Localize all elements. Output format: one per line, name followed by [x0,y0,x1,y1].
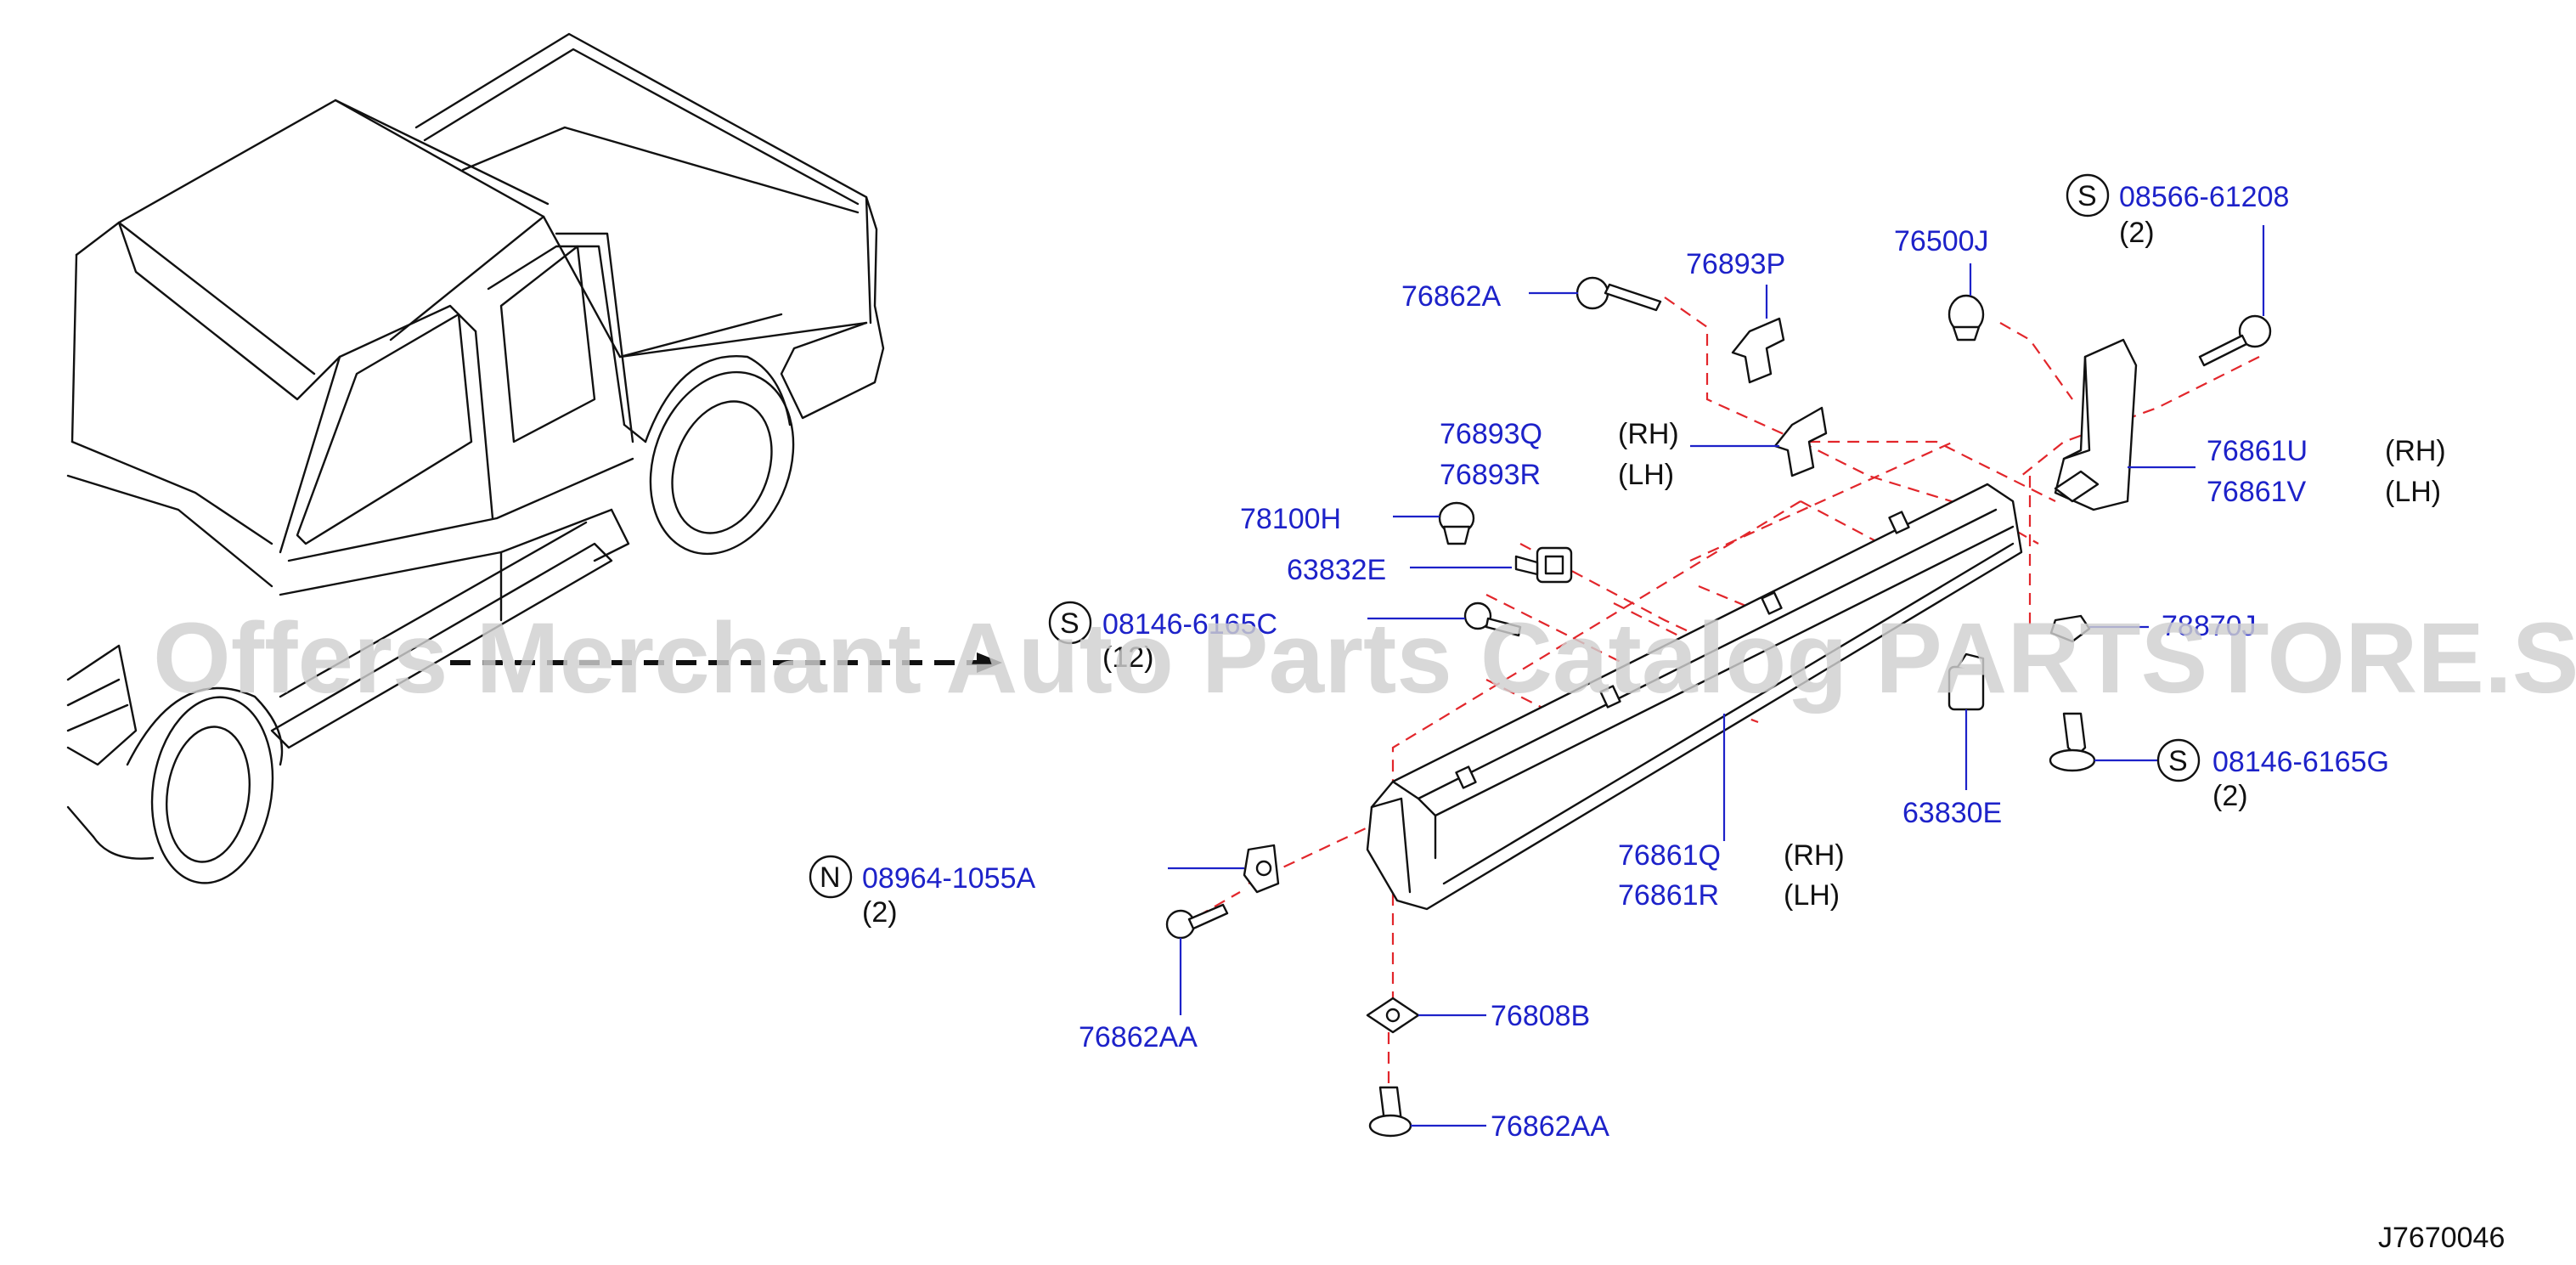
callout-78100H: 78100H [1240,503,1341,535]
side-sill-molding [1366,483,2023,911]
quantity-label: (12) [1102,641,1153,674]
quantity-label: (2) [2119,217,2155,249]
callout-63832E: 63832E [1287,554,1386,586]
side-lh-label: (LH) [1784,879,1840,912]
side-rh-label: (RH) [1784,839,1845,872]
callout-08964-1055A: N 08964-1055A (2) [809,855,1036,929]
part-number-76893P: 76893P [1686,248,1785,280]
callout-76861U-V: 76861U 76861V (RH) (LH) [2207,435,2446,508]
callout-76862AA-lower: 76862AA [1491,1110,1609,1143]
truck-illustration [66,32,885,884]
part-number-76808B: 76808B [1491,1000,1590,1032]
part-number-08146-6165G: 08146-6165G [2212,746,2389,778]
retainer-clips [1165,225,2272,1138]
part-number-63832E: 63832E [1287,554,1386,586]
side-lh-label: (LH) [2385,476,2441,508]
watermark: Offers Merchant Auto Parts Catalog PARTS… [153,602,2576,714]
callout-08146-6165G: S 08146-6165G (2) [2156,738,2389,812]
standard-part-prefix: N [820,861,841,894]
location-arrow [450,652,1002,673]
part-number-76861Q: 76861Q [1618,839,1721,872]
diagram-id: J7670046 [2378,1222,2505,1254]
callout-08566-61208: S 08566-61208 (2) [2066,173,2289,249]
part-number-76893Q: 76893Q [1440,418,1542,450]
part-number-76862AA: 76862AA [1079,1021,1198,1053]
part-number-76862A: 76862A [1401,280,1502,313]
side-lh-label: (LH) [1618,459,1674,491]
rear-bracket [2054,338,2196,511]
callout-76862A: 76862A [1401,280,1502,313]
standard-part-prefix: S [2168,745,2188,777]
standard-part-prefix: S [2077,180,2097,212]
part-number-63830E: 63830E [1902,797,2002,829]
callout-78870J: 78870J [2162,610,2257,642]
part-number-76862AA: 76862AA [1491,1110,1609,1143]
callout-76893P: 76893P [1686,248,1785,280]
part-number-76893R: 76893R [1440,459,1541,491]
callout-08146-6165C: S 08146-6165C (12) [1048,601,1277,674]
part-number-76500J: 76500J [1894,225,1989,257]
side-rh-label: (RH) [1618,418,1679,450]
part-number-08146-6165C: 08146-6165C [1102,608,1277,641]
callout-76500J: 76500J [1894,225,1989,257]
quantity-label: (2) [862,896,898,929]
side-rh-label: (RH) [2385,435,2446,467]
standard-part-prefix: S [1060,607,1079,640]
part-number-76861U: 76861U [2207,435,2308,467]
part-number-78100H: 78100H [1240,503,1341,535]
callout-63830E: 63830E [1902,797,2002,829]
part-number-76861R: 76861R [1618,879,1719,912]
part-number-78870J: 78870J [2162,610,2257,642]
part-number-08964-1055A: 08964-1055A [862,862,1036,895]
callout-76861Q-R: 76861Q 76861R (RH) (LH) [1618,839,1845,912]
part-number-08566-61208: 08566-61208 [2119,181,2289,213]
callout-76808B: 76808B [1491,1000,1590,1032]
part-number-76861V: 76861V [2207,476,2307,508]
quantity-label: (2) [2212,780,2248,812]
callout-76862AA-upper: 76862AA [1079,1021,1198,1053]
callout-76893Q-R: 76893Q 76893R (RH) (LH) [1440,418,1679,491]
